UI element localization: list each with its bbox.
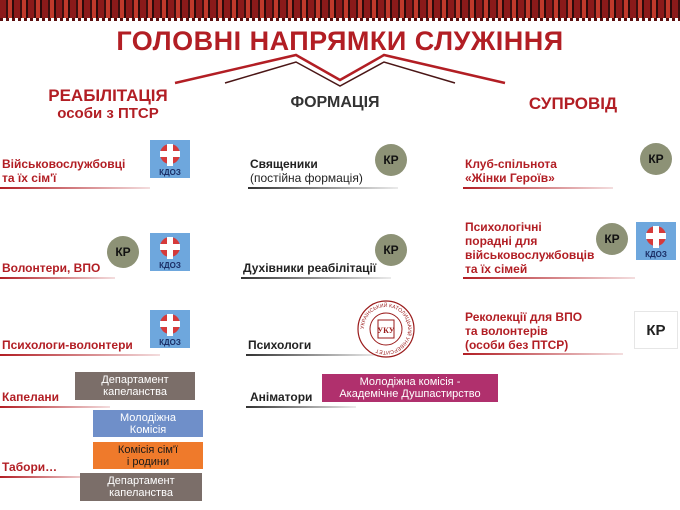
support-item-retreats: Реколекції для ВПО та волонтерів (особи … [465, 310, 582, 352]
ucu-seal-icon: УКРАЇНСЬКИЙ КАТОЛИЦЬКИЙ УНІВЕРСИТЕТ УКУ [357, 300, 415, 358]
underline [0, 354, 160, 356]
rehab-item-camps: Табори… [2, 460, 58, 474]
support-column-title: СУПРОВІД [528, 94, 618, 113]
support-item-consultations-line3: військовослужбовців [465, 248, 595, 262]
underline [246, 354, 376, 356]
embroidery-ornament-border [0, 0, 680, 21]
formation-item-psychologists: Психологи [248, 338, 312, 352]
dept-chaplaincy-line1: Департамент [101, 374, 169, 386]
formation-item-confessors: Духівники реабілітації [243, 261, 377, 275]
kr-badge-square: КР [634, 311, 678, 349]
support-item-consultations-line2: порадні для [465, 234, 538, 248]
underline [241, 277, 391, 279]
youth-commission-line2: Комісія [129, 423, 167, 436]
kdoz-logo-icon: КДОЗ [150, 310, 190, 348]
rehab-item-military-line2: та їх сім'ї [2, 171, 57, 185]
support-item-retreats-line1: Реколекції для ВПО [465, 310, 583, 324]
youth-academic-line2: Академічне Душпастирство [339, 388, 481, 400]
dept-chaplaincy-2-line2: капеланства [109, 487, 173, 499]
underline [463, 353, 623, 355]
youth-academic-line1: Молодіжна комісія - [359, 376, 461, 388]
support-item-consultations-line4: та їх сімей [465, 262, 528, 276]
rehab-item-military-line1: Військовослужбовці [2, 157, 126, 171]
support-item-club-line2: «Жінки Героїв» [465, 171, 555, 185]
kdoz-logo-text: КДОЗ [159, 338, 181, 347]
page-title: ГОЛОВНІ НАПРЯМКИ СЛУЖІННЯ [116, 26, 564, 56]
youth-academic-box: Молодіжна комісія -Академічне Душпастирс… [322, 374, 498, 402]
rehab-column-title: РЕАБІЛІТАЦІЯ особи з ПТСР [38, 86, 178, 122]
support-item-club: Клуб-спільнота «Жінки Героїв» [465, 157, 557, 185]
kdoz-logo-icon: КДОЗ [150, 140, 190, 178]
underline [248, 187, 398, 189]
kr-badge: КР [375, 144, 407, 176]
underline [0, 406, 110, 408]
support-item-retreats-line3: (особи без ПТСР) [465, 338, 569, 352]
formation-item-priests-line1: Священики [250, 157, 318, 171]
rehab-title-line2: особи з ПТСР [57, 105, 159, 122]
family-commission-line1: Комісія сім'ї [117, 443, 179, 456]
family-commission-line2: і родини [126, 455, 170, 468]
underline [0, 277, 115, 279]
ucu-seal-monogram: УКУ [377, 326, 395, 335]
kr-badge: КР [107, 236, 139, 268]
youth-commission-line1: Молодіжна [120, 411, 176, 424]
kdoz-logo-text: КДОЗ [645, 250, 667, 259]
kdoz-logo-icon: КДОЗ [636, 222, 676, 260]
kdoz-logo-icon: КДОЗ [150, 233, 190, 271]
formation-column-title: ФОРМАЦІЯ [290, 94, 380, 111]
formation-item-animators: Аніматори [250, 390, 313, 404]
kdoz-logo-text: КДОЗ [159, 168, 181, 177]
underline [0, 476, 90, 478]
rehab-item-chaplains: Капелани [2, 390, 59, 404]
underline [463, 277, 635, 279]
support-item-consultations-line1: Психологічні [465, 220, 542, 234]
rehab-item-psych-volunteers: Психологи-волонтери [2, 338, 133, 352]
formation-item-priests-line2: (постійна формація) [250, 171, 363, 185]
kr-badge: КР [375, 234, 407, 266]
kr-badge: КР [596, 223, 628, 255]
support-item-club-line1: Клуб-спільнота [465, 157, 557, 171]
kr-badge: КР [640, 143, 672, 175]
rehab-item-volunteers: Волонтери, ВПО [2, 261, 101, 275]
rehab-title-line1: РЕАБІЛІТАЦІЯ [48, 86, 168, 105]
dept-chaplaincy-2-line1: Департамент [107, 475, 175, 487]
underline [246, 406, 356, 408]
underline [463, 187, 613, 189]
dept-chaplaincy-line2: капеланства [103, 386, 167, 398]
rehab-item-military: Військовослужбовці та їх сім'ї [2, 157, 125, 185]
underline [0, 187, 150, 189]
support-item-retreats-line2: та волонтерів [465, 324, 548, 338]
kdoz-logo-text: КДОЗ [159, 261, 181, 270]
formation-item-priests: Священики (постійна формація) [250, 157, 363, 185]
title-chevron-decoration [174, 53, 506, 87]
support-item-consultations: Психологічні порадні для військовослужбо… [465, 220, 594, 276]
